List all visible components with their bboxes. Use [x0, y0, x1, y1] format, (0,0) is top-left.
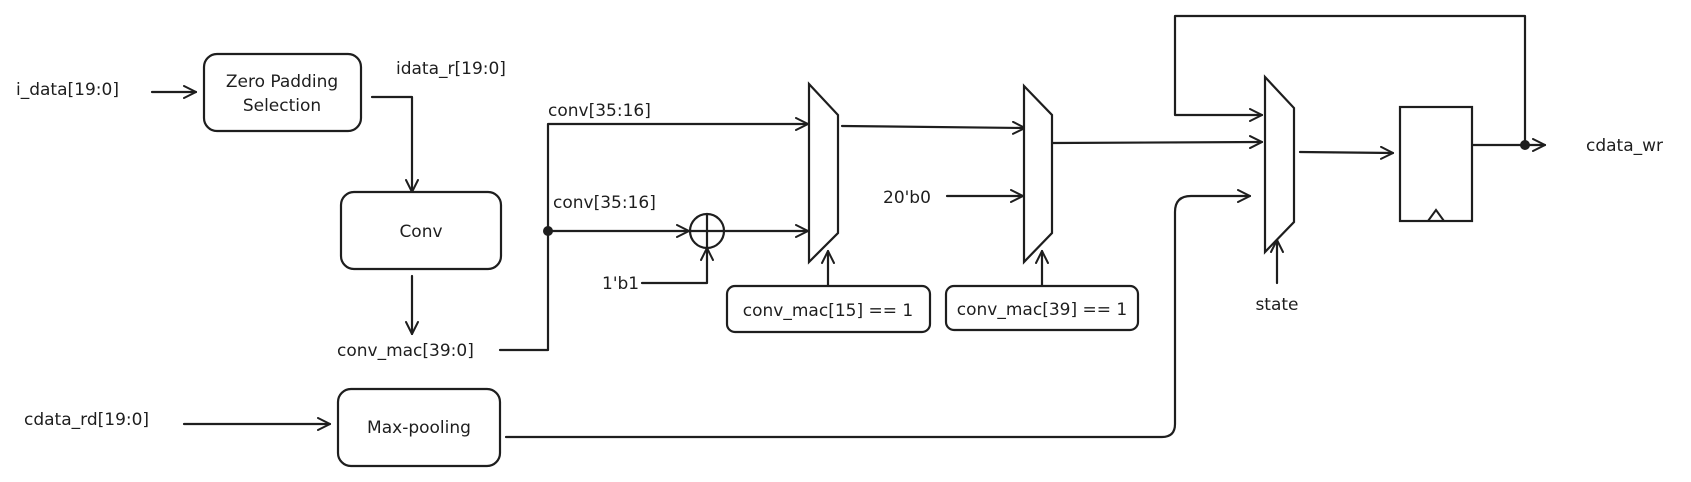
conv-block: Conv	[339, 190, 503, 271]
cdata-wr-label: cdata_wr	[1586, 136, 1663, 156]
wire-conv-upper	[546, 117, 810, 233]
wire-conv-mac	[498, 229, 550, 352]
cdata-rd-label: cdata_rd[19:0]	[24, 410, 149, 430]
mux1-select-box: conv_mac[15] == 1	[725, 284, 932, 334]
wire-mux2-out	[1051, 135, 1264, 150]
zero-padding-selection-block: Zero Padding Selection	[202, 52, 363, 133]
i-data-label: i_data[19:0]	[16, 80, 119, 100]
junction-cdata-wr	[1520, 140, 1530, 150]
wire-mux1-out	[840, 120, 1027, 135]
output-register	[1398, 105, 1474, 223]
conv-lower-label: conv[35:16]	[553, 193, 656, 213]
mux-1	[807, 81, 840, 265]
max-pooling-label: Max-pooling	[367, 418, 471, 438]
junction-conv	[543, 226, 553, 236]
idata-r-label: idata_r[19:0]	[396, 59, 506, 79]
zero-label: 20'b0	[883, 188, 931, 208]
wire-feedback	[1173, 14, 1527, 147]
mux2-select-label: conv_mac[39] == 1	[957, 300, 1127, 320]
mux2-select-box: conv_mac[39] == 1	[944, 284, 1140, 332]
adder	[688, 212, 726, 250]
one-bit-label: 1'b1	[602, 274, 639, 294]
conv-upper-label: conv[35:16]	[548, 101, 651, 121]
wire-idata-r	[370, 95, 419, 194]
mux-3	[1263, 74, 1296, 255]
state-label: state	[1255, 295, 1298, 315]
zero-padding-label-line2: Selection	[243, 96, 321, 116]
mux1-select-label: conv_mac[15] == 1	[743, 301, 913, 321]
wire-maxpool-out	[504, 189, 1252, 439]
mux-2	[1022, 83, 1054, 265]
zero-padding-label-line1: Zero Padding	[226, 72, 338, 92]
max-pooling-block: Max-pooling	[336, 387, 502, 468]
conv-mac-label: conv_mac[39:0]	[337, 341, 474, 361]
conv-label: Conv	[399, 222, 442, 242]
wire-mux3-out	[1298, 145, 1395, 160]
wire-one-bit	[640, 246, 714, 285]
